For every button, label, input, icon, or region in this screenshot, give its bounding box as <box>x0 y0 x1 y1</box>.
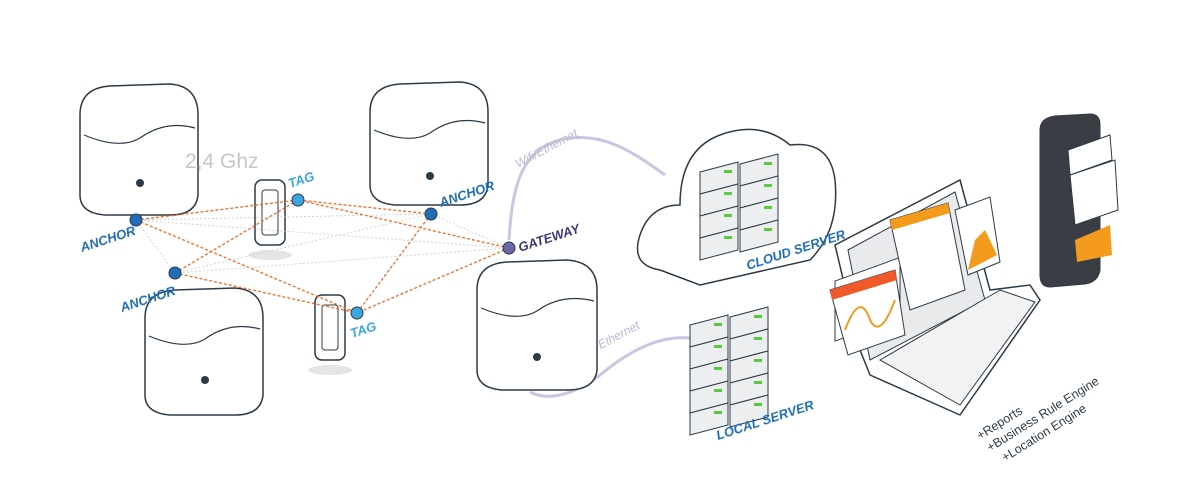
chart-window <box>889 202 966 311</box>
ranging-line <box>297 199 432 215</box>
chart-window <box>954 196 1001 276</box>
ranging-line <box>297 199 510 249</box>
status-led <box>764 228 772 231</box>
laptop <box>829 178 1041 416</box>
cloud-server <box>636 128 837 286</box>
status-led <box>754 381 762 384</box>
status-led <box>714 389 722 392</box>
ranging-line <box>135 199 299 221</box>
anchor-device <box>144 287 264 416</box>
anchor-node <box>168 266 182 280</box>
anchor-label: ANCHOR <box>77 223 137 255</box>
chart-window <box>829 269 906 356</box>
status-led <box>764 206 772 209</box>
status-led <box>754 359 762 362</box>
status-led <box>714 367 722 370</box>
tag-device <box>248 179 292 260</box>
status-led <box>724 214 732 217</box>
status-led <box>724 192 732 195</box>
sync-line <box>430 213 510 249</box>
sync-line <box>174 213 432 274</box>
wifi-label-cloud: Wifi/Ethernet <box>513 126 581 171</box>
smartphone <box>1039 113 1119 288</box>
tag-label: TAG <box>348 318 378 340</box>
gateway-device <box>476 259 598 391</box>
status-led <box>764 184 772 187</box>
ranging-line <box>174 272 358 314</box>
sync-line <box>174 247 510 274</box>
status-led <box>754 315 762 318</box>
anchor-device <box>79 83 199 216</box>
status-led <box>754 403 762 406</box>
status-led <box>754 337 762 340</box>
gateway-node <box>502 241 516 255</box>
tag-label: TAG <box>286 168 316 190</box>
ranging-line <box>174 199 299 274</box>
sync-line <box>135 213 432 221</box>
anchor-node <box>424 207 438 221</box>
status-led <box>724 236 732 239</box>
frequency-label: 2,4 Ghz <box>185 150 259 173</box>
gateway-label: GATEWAY <box>516 220 583 254</box>
ranging-line <box>356 247 510 314</box>
tag-node <box>350 306 364 320</box>
local-server <box>689 306 769 436</box>
ranging-line <box>356 213 432 314</box>
status-led <box>764 162 772 165</box>
status-led <box>714 411 722 414</box>
ranging-lines <box>129 193 516 320</box>
status-led <box>714 323 722 326</box>
cloud-link-line <box>507 135 666 241</box>
sync-line <box>135 219 176 274</box>
tag-device <box>308 294 352 375</box>
status-led <box>714 345 722 348</box>
local-link-line <box>529 336 691 398</box>
tag-node <box>291 193 305 207</box>
anchor-node <box>129 213 143 227</box>
status-led <box>724 170 732 173</box>
anchor-device <box>369 81 489 206</box>
